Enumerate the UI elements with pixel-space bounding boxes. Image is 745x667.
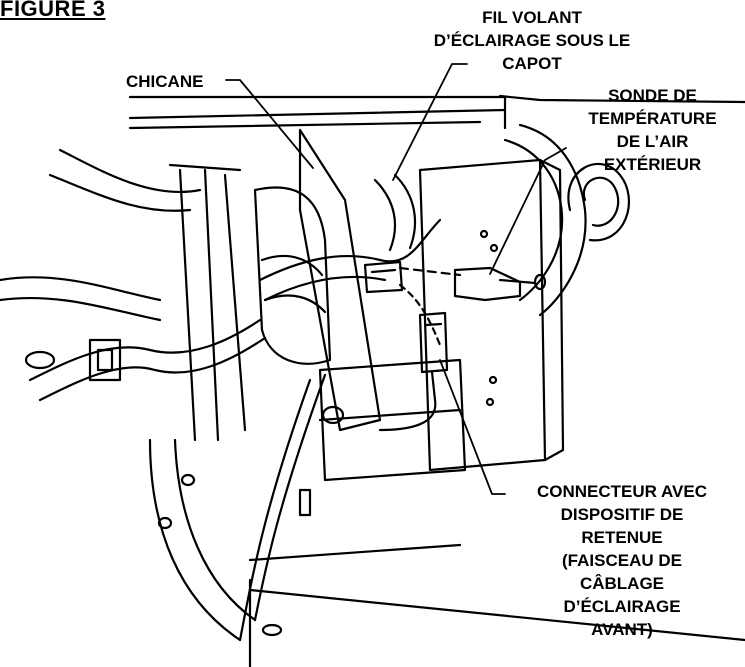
temp-sensor bbox=[453, 266, 522, 302]
callout-sonde-line1: SONDE DE bbox=[608, 86, 697, 105]
lower-frame-line bbox=[248, 588, 745, 642]
left-harness-2 bbox=[38, 336, 267, 402]
harness-wrap-2 bbox=[393, 173, 417, 250]
callout-chicane-line1: CHICANE bbox=[126, 72, 204, 91]
harness-wrap bbox=[373, 178, 397, 252]
center-harness bbox=[258, 218, 442, 282]
retention-connector bbox=[418, 311, 449, 374]
front-bracket-right-inner bbox=[253, 373, 327, 622]
callout-connecteur-line6: D’ÉCLAIRAGE bbox=[563, 597, 681, 616]
callout-sonde-line4: EXTÉRIEUR bbox=[603, 155, 702, 174]
callout-fil-volant: FIL VOLANT D’ÉCLAIRAGE SOUS LE CAPOT bbox=[392, 6, 672, 75]
callout-fil-volant-line2: D’ÉCLAIRAGE SOUS LE bbox=[433, 31, 631, 50]
leader-connecteur bbox=[439, 359, 506, 495]
chicane-baffle bbox=[298, 128, 382, 432]
left-hose-upper-2 bbox=[48, 173, 192, 212]
callout-fil-volant-line3: CAPOT bbox=[502, 54, 562, 73]
sensor-dash-line bbox=[398, 266, 462, 277]
center-connector bbox=[363, 260, 404, 294]
callout-sonde-line3: DE L’AIR bbox=[616, 132, 689, 151]
left-connector bbox=[88, 338, 122, 382]
callout-connecteur-line1: CONNECTEUR AVEC bbox=[536, 482, 707, 501]
hood-lower-line bbox=[128, 120, 482, 130]
callout-connecteur-line7: AVANT) bbox=[591, 620, 653, 639]
callout-fil-volant-line1: FIL VOLANT bbox=[482, 8, 582, 27]
callout-connecteur-line2: DISPOSITIF DE bbox=[560, 505, 684, 524]
callout-connecteur-line3: RETENUE bbox=[581, 528, 663, 547]
bracket-vertical-right bbox=[223, 173, 247, 432]
callout-chicane: CHICANE bbox=[126, 70, 236, 93]
right-hose-curve-inner bbox=[503, 138, 564, 302]
callout-sonde-line2: TEMPÉRATURE bbox=[588, 109, 717, 128]
support-plate bbox=[418, 158, 547, 472]
left-hose-mid bbox=[0, 276, 162, 302]
leader-fil bbox=[392, 63, 468, 181]
front-bracket-right-outer bbox=[238, 378, 312, 642]
right-coil-2 bbox=[582, 176, 620, 227]
center-harness-2 bbox=[263, 275, 387, 302]
support-plate-flange bbox=[538, 158, 565, 462]
lower-box bbox=[318, 358, 467, 482]
left-hose-mid-2 bbox=[0, 296, 162, 322]
bracket-vertical-left-2 bbox=[203, 168, 220, 442]
callout-sonde-temperature: SONDE DE TEMPÉRATURE DE L’AIR EXTÉRIEUR bbox=[560, 84, 745, 176]
left-hose-upper bbox=[58, 148, 202, 194]
front-bracket-inner bbox=[173, 438, 257, 622]
leader-chicane bbox=[225, 79, 314, 169]
bracket-vertical-left bbox=[178, 168, 197, 442]
radiator-support-top bbox=[498, 94, 745, 104]
lower-frame-line-2 bbox=[248, 543, 462, 562]
callout-connecteur-line5: CÂBLAGE bbox=[579, 574, 665, 593]
front-bracket-outer bbox=[148, 438, 242, 642]
motor-body bbox=[253, 186, 332, 365]
figure-title: FIGURE 3 bbox=[0, 0, 106, 21]
right-coil-1 bbox=[567, 162, 630, 242]
bracket-top bbox=[168, 163, 242, 172]
left-harness bbox=[28, 318, 262, 382]
right-hose-curve bbox=[518, 123, 587, 317]
callout-connecteur: CONNECTEUR AVEC DISPOSITIF DE RETENUE (F… bbox=[502, 480, 742, 641]
callout-connecteur-line4: (FAISCEAU DE bbox=[562, 551, 682, 570]
hood-inner-line bbox=[128, 108, 507, 120]
fastener-bolt bbox=[298, 488, 312, 517]
leader-sonde bbox=[489, 147, 567, 275]
